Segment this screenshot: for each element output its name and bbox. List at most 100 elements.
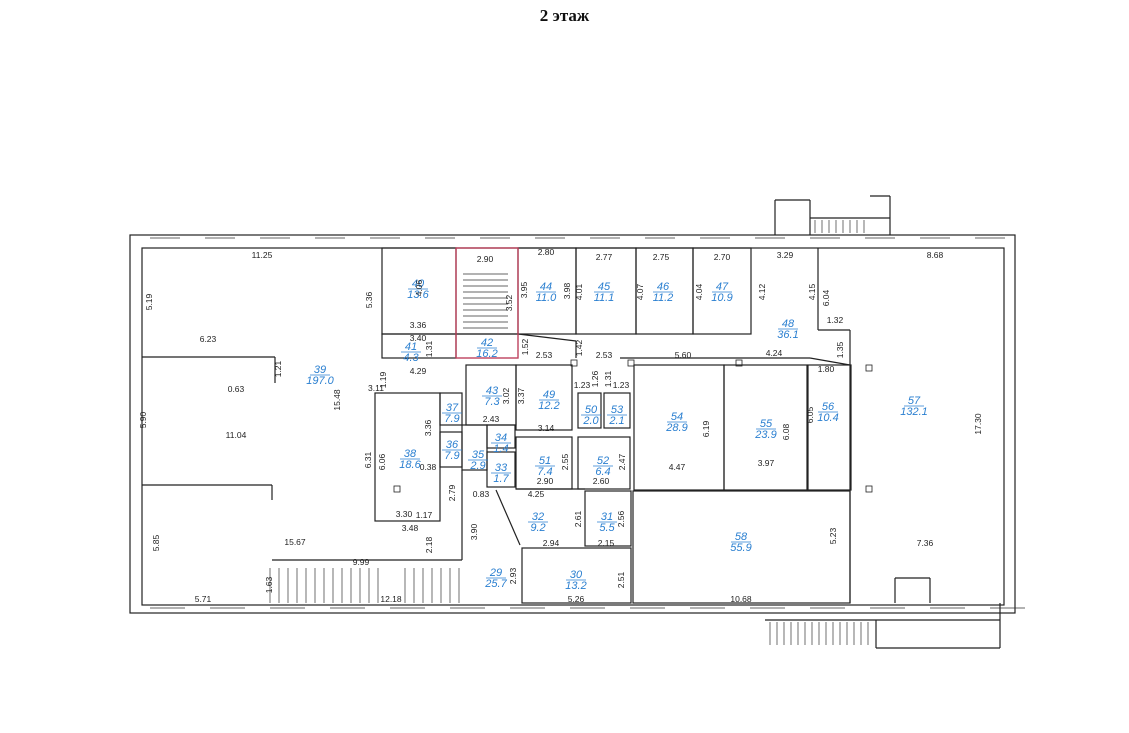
dimension-label: 5.36 (364, 291, 374, 308)
dimension-label: 2.80 (538, 247, 555, 257)
dimension-label: 2.75 (653, 252, 670, 262)
dimension-label: 1.42 (574, 339, 584, 356)
floor-title: 2 этаж (539, 6, 590, 25)
dimension-label: 2.56 (616, 510, 626, 527)
room-number: 47 (716, 281, 729, 293)
dimension-label: 3.36 (410, 320, 427, 330)
dimension-label: 1.26 (590, 370, 600, 387)
dimension-label: 1.63 (264, 576, 274, 593)
wall (603, 392, 631, 429)
dimension-label: 5.90 (138, 411, 148, 428)
room-number: 48 (782, 318, 795, 330)
room-number: 57 (908, 395, 921, 407)
room-area: 4.3 (403, 352, 419, 364)
dimension-label: 15.67 (284, 537, 306, 547)
wall (723, 364, 808, 491)
room-number: 52 (597, 455, 609, 467)
wall (517, 333, 577, 342)
dimension-label: 5.60 (675, 350, 692, 360)
stairs (150, 220, 1025, 645)
room-number: 56 (822, 401, 835, 413)
room-area: 11.2 (653, 292, 674, 304)
dimension-label: 1.31 (603, 370, 613, 387)
room-number: 43 (486, 385, 499, 397)
room-area: 1.7 (493, 473, 509, 485)
column (865, 364, 873, 372)
dimension-label: 4.12 (757, 283, 767, 300)
dimension-label: 1.21 (273, 360, 283, 377)
dimension-label: 1.32 (827, 315, 844, 325)
dimension-label: 0.83 (473, 489, 490, 499)
room-area: 36.1 (777, 329, 798, 341)
dimension-label: 3.90 (469, 523, 479, 540)
wall (495, 489, 521, 546)
dimension-label: 2.15 (598, 538, 615, 548)
dimension-label: 2.53 (536, 350, 553, 360)
dimension-label: 3.36 (423, 419, 433, 436)
dimension-label: 2.94 (543, 538, 560, 548)
dimension-label: 6.23 (200, 334, 217, 344)
room-number: 34 (495, 432, 507, 444)
dimension-label: 3.98 (562, 282, 572, 299)
room-area: 132.1 (900, 406, 928, 418)
dimension-label: 2.79 (447, 484, 457, 501)
wall (577, 392, 602, 429)
highlighted-stairwell (455, 247, 519, 359)
wall (129, 234, 1016, 614)
walls (129, 195, 1016, 649)
dimension-label: 2.61 (573, 510, 583, 527)
dimension-label: 2.47 (617, 453, 627, 470)
dimension-label: 2.53 (596, 350, 613, 360)
dimension-label: 3.95 (519, 281, 529, 298)
wall (486, 424, 516, 449)
dimension-label: 8.68 (927, 250, 944, 260)
dimension-label: 2.90 (537, 476, 554, 486)
room-area: 10.4 (817, 412, 838, 424)
dimension-label: 3.30 (396, 509, 413, 519)
dimension-label: 2.93 (508, 567, 518, 584)
dimension-label: 1.31 (424, 340, 434, 357)
room-number: 51 (539, 455, 551, 467)
room-number: 46 (657, 281, 670, 293)
dimension-label: 2.77 (596, 252, 613, 262)
dimension-label: 1.19 (378, 371, 388, 388)
room-area: 12.2 (538, 400, 559, 412)
room-number: 49 (543, 389, 555, 401)
column (393, 485, 401, 493)
room-area: 13.6 (407, 289, 429, 301)
room-number: 36 (446, 439, 459, 451)
dimension-label: 5.85 (151, 534, 161, 551)
dimension-label: 0.63 (228, 384, 245, 394)
room-area: 13.2 (565, 580, 586, 592)
room-number: 39 (314, 364, 326, 376)
dimension-label: 1.17 (416, 510, 433, 520)
room-number: 33 (495, 462, 508, 474)
room-labels: 39197.04013.6414.34216.24411.04511.14611… (306, 278, 928, 592)
dimension-label: 4.07 (635, 283, 645, 300)
dimension-label: 6.08 (781, 423, 791, 440)
column (627, 359, 635, 367)
room-area: 197.0 (306, 375, 334, 387)
dimension-label: 3.14 (538, 423, 555, 433)
dimension-label: 4.15 (807, 283, 817, 300)
dimension-label: 2.18 (424, 536, 434, 553)
dimension-label: 3.97 (758, 458, 775, 468)
room-number: 44 (540, 281, 552, 293)
dimension-label: 4.01 (574, 283, 584, 300)
room-number: 55 (760, 418, 773, 430)
dimension-label: 1.35 (835, 341, 845, 358)
dimension-label: 3.37 (516, 387, 526, 404)
room-area: 7.4 (537, 466, 552, 478)
wall (515, 364, 573, 431)
room-number: 50 (585, 404, 598, 416)
room-area: 11.0 (536, 292, 557, 304)
wall (584, 490, 632, 547)
room-number: 40 (412, 278, 425, 290)
wall (692, 247, 752, 335)
wall (807, 364, 852, 491)
dimension-label: 0.38 (420, 462, 437, 472)
dimension-label: 3.52 (504, 294, 514, 311)
dimension-label: 7.36 (917, 538, 934, 548)
